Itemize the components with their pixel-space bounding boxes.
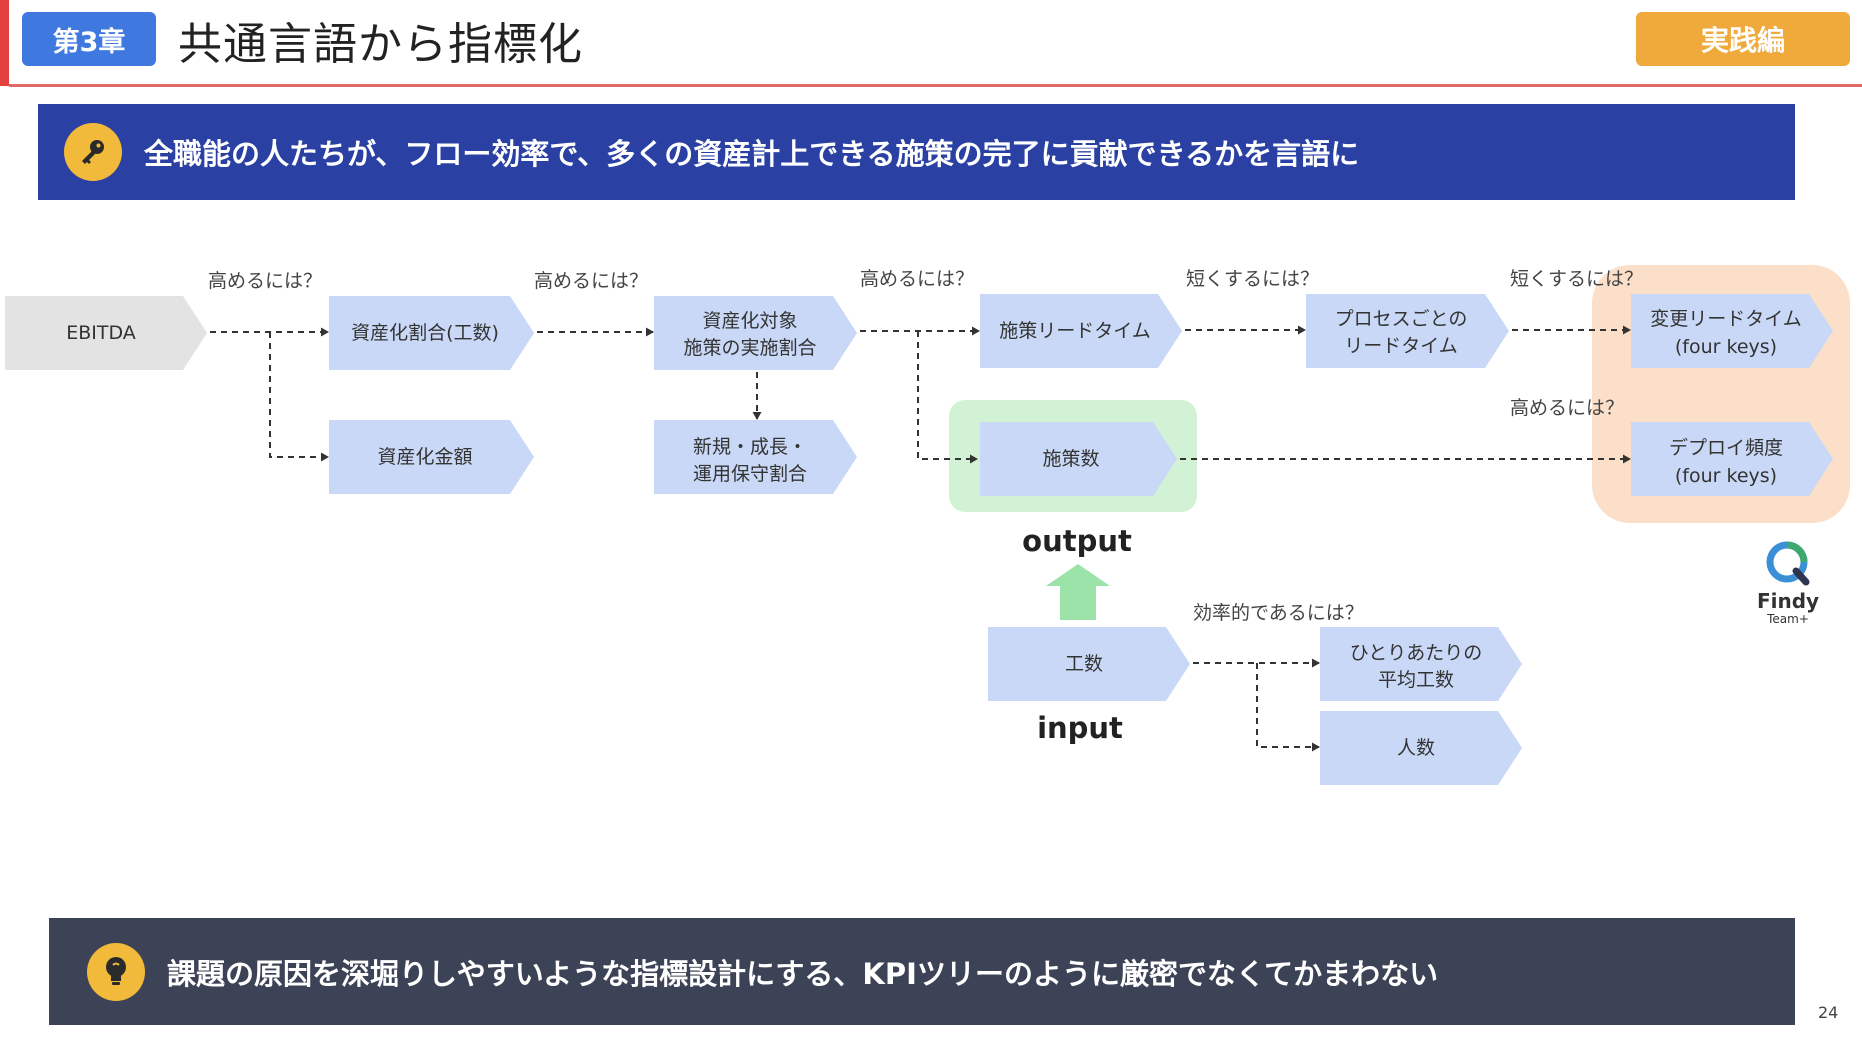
question-label: 高めるには？ — [860, 268, 974, 290]
node-deploy-frequency — [1631, 422, 1833, 496]
node-effort — [988, 627, 1190, 701]
page-number: 24 — [1818, 1003, 1839, 1022]
question-label: 短くするには？ — [1510, 268, 1643, 290]
node-label: 資産化割合(工数) — [351, 322, 499, 344]
node-count — [980, 422, 1177, 496]
node-label: 変更リードタイム — [1650, 308, 1802, 330]
node-label: リードタイム — [1344, 335, 1458, 357]
header-divider — [9, 84, 1862, 87]
chapter-badge: 第3章 — [22, 12, 156, 66]
tip-banner: 課題の原因を深堀りしやすいような指標設計にする、KPIツリーのように厳密でなくて… — [49, 918, 1795, 1025]
key-icon — [64, 123, 122, 181]
node-label: 資産化金額 — [377, 446, 472, 468]
node-label: (four keys) — [1675, 465, 1777, 487]
node-label: 施策数 — [1042, 448, 1099, 470]
key-message-banner: 全職能の人たちが、フロー効率で、多くの資産計上できる施策の完了に貢献できるかを言… — [38, 104, 1795, 200]
node-target-ratio — [654, 296, 857, 370]
node-label: 施策の実施割合 — [683, 337, 816, 359]
key-message-text: 全職能の人たちが、フロー効率で、多くの資産計上できる施策の完了に貢献できるかを言… — [144, 137, 1360, 171]
findy-logo-icon — [1766, 541, 1810, 586]
node-avg-effort — [1320, 627, 1522, 701]
tip-text: 課題の原因を深堀りしやすいような指標設計にする、KPIツリーのように厳密でなくて… — [167, 956, 1439, 991]
question-label: 効率的であるには？ — [1193, 602, 1364, 624]
input-to-output-arrow — [1046, 564, 1110, 620]
node-label: (four keys) — [1675, 336, 1777, 358]
node-label: ひとりあたりの — [1350, 642, 1482, 664]
node-label: 工数 — [1065, 653, 1103, 675]
node-lead-time — [980, 294, 1182, 368]
node-label: 平均工数 — [1378, 669, 1454, 691]
node-growth-ratio — [654, 420, 857, 494]
node-capex-ratio — [329, 296, 534, 370]
node-ebitda — [5, 296, 207, 370]
node-headcount — [1320, 711, 1522, 785]
section-badge: 実践編 — [1636, 12, 1850, 66]
node-label: EBITDA — [66, 322, 136, 344]
metrics-tree-diagram: 高めるには？ 高めるには？ 高めるには？ 短くするには？ 短くするには？ 高める… — [5, 265, 1850, 785]
node-label: 運用保守割合 — [693, 463, 807, 485]
lightbulb-icon — [87, 942, 145, 1001]
node-label: プロセスごとの — [1335, 308, 1468, 330]
output-label: output — [1022, 524, 1132, 558]
node-capex-amount — [329, 420, 534, 494]
question-label: 高めるには？ — [1510, 397, 1624, 419]
node-change-lead-time — [1631, 294, 1833, 368]
page-title: 共通言語から指標化 — [178, 19, 583, 70]
question-label: 短くするには？ — [1186, 268, 1319, 290]
node-label: 人数 — [1397, 737, 1435, 759]
input-label: input — [1037, 711, 1123, 745]
findy-logo-name: Findy — [1756, 589, 1820, 613]
node-label: 資産化対象 — [702, 310, 797, 332]
findy-logo-sub: Team+ — [1767, 612, 1809, 626]
node-label: デプロイ頻度 — [1669, 437, 1783, 459]
node-process-lead-time — [1306, 294, 1509, 368]
question-label: 高めるには？ — [208, 270, 322, 292]
findy-logo: Findy Team+ — [1750, 540, 1826, 626]
node-label: 新規・成長・ — [693, 436, 807, 458]
header-accent-bar — [0, 0, 9, 86]
node-label: 施策リードタイム — [999, 320, 1151, 342]
question-label: 高めるには？ — [534, 270, 648, 292]
